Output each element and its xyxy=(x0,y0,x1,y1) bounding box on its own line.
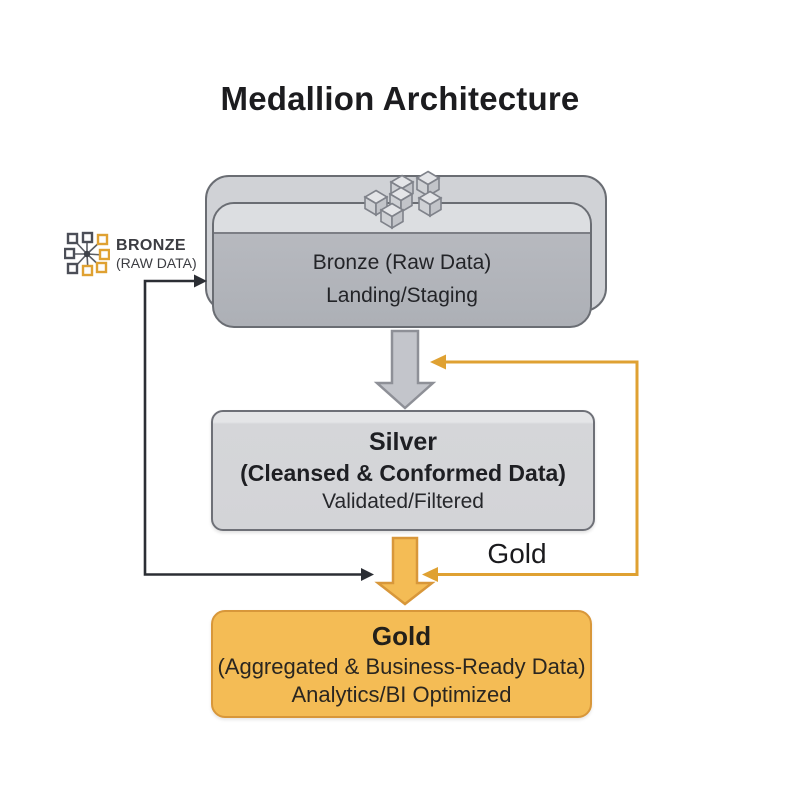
bronze-layer-subtitle: Landing/Staging xyxy=(326,283,478,307)
bronze-source-label: BRONZE (RAW DATA) xyxy=(64,231,197,277)
bronze-layer-title: Bronze (Raw Data) xyxy=(312,250,492,274)
bronze-source-sub: (RAW DATA) xyxy=(116,255,197,272)
gold-flow-label: Gold xyxy=(487,538,547,569)
silver-layer-box: Silver (Cleansed & Conformed Data) Valid… xyxy=(211,410,595,531)
silver-layer-subtitle: (Cleansed & Conformed Data) xyxy=(240,459,566,486)
gold-layer-detail: Analytics/BI Optimized xyxy=(291,681,512,707)
page-title: Medallion Architecture xyxy=(220,80,580,117)
silver-layer-title: Silver xyxy=(368,427,438,456)
silver-to-gold-arrow xyxy=(374,536,436,606)
gold-layer-box: Gold (Aggregated & Business-Ready Data) … xyxy=(211,610,592,718)
gold-layer-subtitle: (Aggregated & Business-Ready Data) xyxy=(217,653,586,679)
bronze-to-silver-arrow xyxy=(373,329,437,410)
bronze-layer-text: Bronze (Raw Data) Landing/Staging xyxy=(212,230,592,328)
bronze-source-name: BRONZE xyxy=(116,236,186,254)
gold-layer-title: Gold xyxy=(371,620,432,651)
silver-layer-detail: Validated/Filtered xyxy=(322,489,484,513)
bronze-source-text: BRONZE (RAW DATA) xyxy=(116,237,197,271)
network-nodes-icon xyxy=(64,231,110,277)
